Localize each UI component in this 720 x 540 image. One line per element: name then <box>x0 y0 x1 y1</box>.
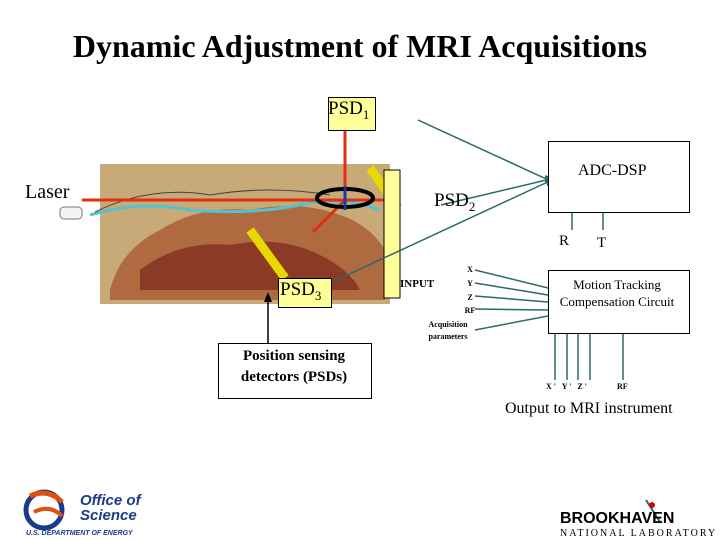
rf-label: RF <box>464 306 476 315</box>
psd2-label-sub: 2 <box>468 198 476 214</box>
psd3-label: PSD3 <box>280 279 321 304</box>
psd3-label-sub: 3 <box>314 287 322 303</box>
psd1-box <box>328 97 376 131</box>
brookhaven-logo-line2: NATIONAL LABORATORY <box>560 528 718 539</box>
r-label: R <box>559 233 570 249</box>
output-label: Output to MRI instrument <box>505 400 673 417</box>
y-label: Y <box>467 279 473 288</box>
psd-description-box <box>218 343 372 399</box>
laser-label: Laser <box>25 181 70 203</box>
office-of-science-logo-mark <box>23 489 65 531</box>
psd2-bar <box>383 169 401 299</box>
brookhaven-logo-line1: BROOKHAVEN <box>560 510 675 527</box>
psd2-label: PSD2 <box>434 190 475 215</box>
psd1-label-main: PSD <box>328 98 363 119</box>
parameters-label: parameters <box>428 332 468 341</box>
psd3-box <box>278 278 332 308</box>
acquisition-label: Acquisition <box>428 320 468 329</box>
input-label: INPUT <box>400 278 435 290</box>
motion-tracking-box <box>548 270 690 334</box>
x-label: X <box>467 265 473 274</box>
psd2-label-main: PSD <box>434 190 469 211</box>
brookhaven-logo-mark <box>645 499 661 523</box>
psd3-label-main: PSD <box>280 279 315 300</box>
rat-image <box>59 164 390 304</box>
output-lines <box>554 333 624 380</box>
office-of-science-logo: Office of Science <box>80 493 141 523</box>
output-xyz-label: X ' Y ' Z ' <box>546 382 587 391</box>
adc-dsp-label: ADC-DSP <box>578 162 647 179</box>
office-logo-line2: Science <box>80 507 137 524</box>
psd1-label-sub: 1 <box>362 106 370 122</box>
psd1-label: PSD1 <box>328 98 369 123</box>
adc-dsp-box <box>548 141 690 213</box>
page-title: Dynamic Adjustment of MRI Acquisitions <box>72 28 648 64</box>
output-rf-label: RF <box>617 382 628 391</box>
psd-description-label: Position sensing detectors (PSDs) <box>240 348 348 385</box>
t-label: T <box>597 235 607 251</box>
z-label: Z <box>467 293 473 302</box>
office-logo-line3: U.S. DEPARTMENT OF ENERGY <box>26 530 133 537</box>
connection-lines <box>329 119 556 331</box>
motion-tracking-label: Motion Tracking Compensation Circuit <box>559 277 675 309</box>
office-logo-line1: Office of <box>80 492 141 509</box>
